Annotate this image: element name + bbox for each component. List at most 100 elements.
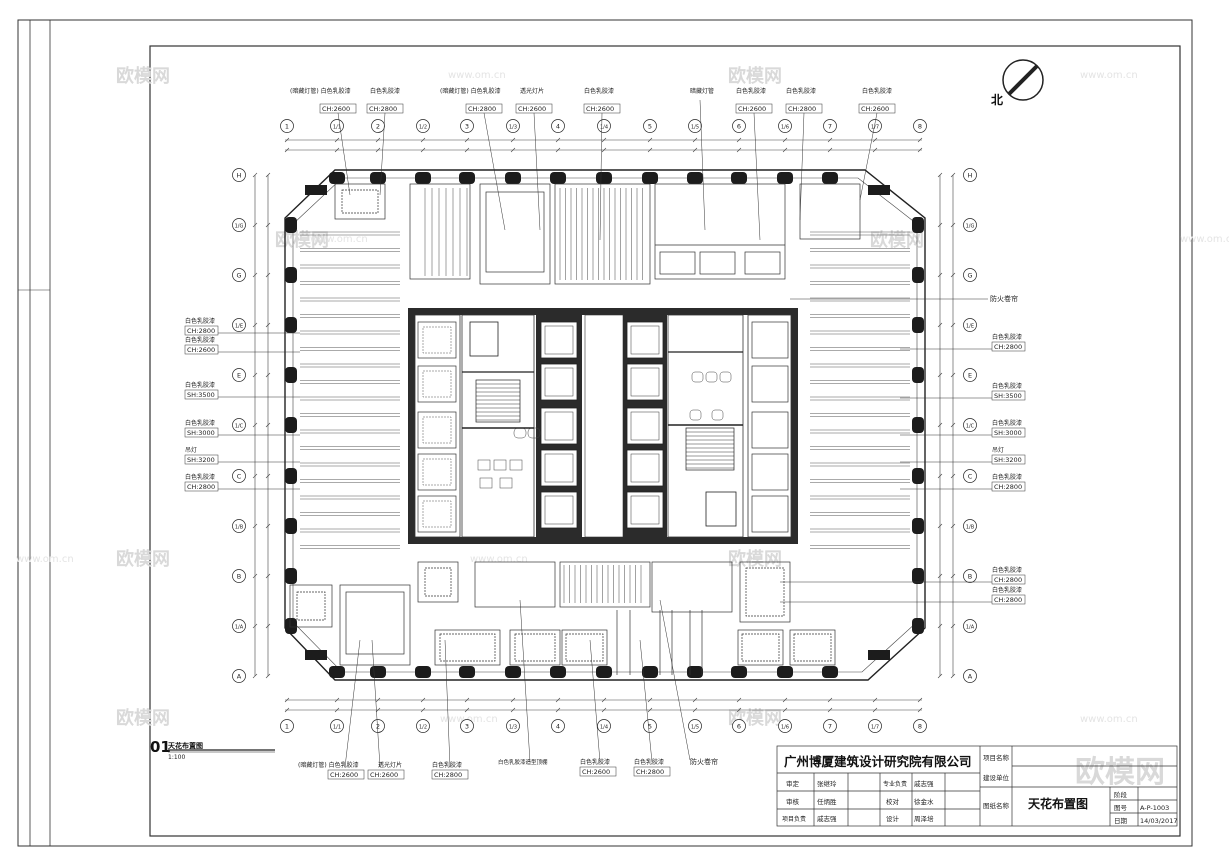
note-label: 白色乳胶漆 — [185, 381, 215, 389]
elevator-car — [540, 491, 578, 529]
fixture — [509, 459, 523, 471]
note-label: 透光灯片 — [520, 87, 544, 95]
grid-bubble-row: B — [232, 569, 246, 583]
note-ch: CH:2800 — [434, 771, 462, 779]
stair — [475, 379, 521, 423]
drawing-title: 01 天花布置图 1:100 — [150, 738, 275, 761]
duct-shaft — [751, 321, 789, 359]
note-label: 白色乳胶漆 — [992, 566, 1022, 574]
elevator-car — [626, 491, 664, 529]
ceiling-panel — [479, 183, 551, 285]
grid-bubble-row: 1/G — [963, 218, 977, 232]
watermark-brand: 欧模网 — [728, 548, 782, 570]
svg-text:1/1: 1/1 — [333, 124, 341, 130]
structural-columns — [285, 172, 924, 678]
note-label: 白色乳胶漆 — [432, 761, 462, 769]
grid-bubble-col: 1/6 — [778, 119, 792, 133]
note-label: (暗藏灯管) 白色乳胶漆 — [290, 87, 351, 95]
grid-bubble-col: 3 — [460, 119, 474, 133]
name-review: 任炳胜 — [817, 797, 837, 806]
elevator-car — [626, 449, 664, 487]
drawing-no: A-P-1003 — [1140, 804, 1169, 812]
grid-bubble-col: 4 — [551, 119, 565, 133]
svg-text:1/A: 1/A — [966, 624, 975, 630]
column — [596, 172, 612, 184]
column — [550, 172, 566, 184]
watermark-brand: 欧模网 — [116, 65, 170, 87]
grid-bubble-row: C — [232, 469, 246, 483]
ceiling-panel — [417, 561, 459, 603]
drawing-scale: 1:100 — [168, 754, 185, 761]
svg-text:7: 7 — [828, 122, 832, 130]
svg-text:A: A — [968, 672, 973, 680]
column — [596, 666, 612, 678]
svg-text:1/1: 1/1 — [333, 724, 341, 730]
note-ch: CH:2800 — [636, 768, 664, 776]
column — [912, 267, 924, 283]
role-approve: 审定 — [786, 779, 800, 788]
dimension-lines — [254, 139, 954, 711]
svg-text:5: 5 — [648, 722, 652, 730]
column — [459, 666, 475, 678]
grid-bubble-col: 1/2 — [416, 719, 430, 733]
duct-shaft — [417, 411, 457, 449]
grid-bubble-col: 3 — [460, 719, 474, 733]
grid-bubble-col: 7 — [823, 719, 837, 733]
grid-bubble-row: A — [963, 669, 977, 683]
note-ch: CH:2600 — [322, 105, 350, 113]
grid-bubble-col: 1/4 — [597, 119, 611, 133]
svg-text:B: B — [968, 572, 972, 580]
note-label: 白色乳胶漆 — [185, 419, 215, 427]
corner-wall — [868, 650, 890, 660]
fixture — [691, 371, 704, 383]
column — [912, 518, 924, 534]
column — [912, 367, 924, 383]
building-core — [408, 308, 798, 544]
svg-text:A: A — [237, 672, 242, 680]
note-label: 白色乳胶漆 — [584, 87, 614, 95]
svg-text:1/5: 1/5 — [691, 724, 699, 730]
corner-wall — [305, 185, 327, 195]
watermark-brand: 欧模网 — [116, 707, 170, 729]
svg-text:1/G: 1/G — [235, 223, 244, 229]
note-label: 白色乳胶漆 — [736, 87, 766, 95]
role-review: 审核 — [786, 797, 800, 806]
north-arrow: 北 — [991, 59, 1044, 107]
ceiling-panel — [289, 584, 333, 628]
svg-text:3: 3 — [465, 722, 469, 730]
corner-wall — [305, 650, 327, 660]
grid-bubble-row: 1/C — [232, 418, 246, 432]
column — [912, 217, 924, 233]
note-ch: CH:2800 — [788, 105, 816, 113]
grid-axes-left: H1/GG1/EE1/CC1/BB1/AA — [232, 168, 246, 683]
column — [550, 666, 566, 678]
svg-text:4: 4 — [556, 122, 560, 130]
svg-text:6: 6 — [737, 122, 741, 130]
column — [777, 172, 793, 184]
grid-bubble-col: 1 — [280, 119, 294, 133]
duct-shaft — [751, 495, 789, 533]
fixture — [705, 371, 718, 383]
note-ch: SH:3200 — [994, 456, 1022, 464]
feature-ceiling-lines — [424, 188, 643, 603]
note-ch: CH:2600 — [330, 771, 358, 779]
leader-lines — [218, 99, 992, 768]
elevator-car — [626, 407, 664, 445]
grid-bubble-row: G — [963, 268, 977, 282]
svg-text:1/6: 1/6 — [781, 724, 789, 730]
grid-bubble-row: 1/E — [963, 318, 977, 332]
svg-text:1/B: 1/B — [235, 524, 244, 530]
dimension-ticks — [252, 137, 956, 713]
grid-axes-right: H1/GG1/EE1/CC1/BB1/AA — [963, 168, 977, 683]
drawing-name-label: 图纸名称 — [983, 801, 1010, 810]
date: 14/03/2017 — [1140, 817, 1177, 825]
project-name-label: 项目名称 — [983, 753, 1010, 762]
client-label: 建设单位 — [983, 773, 1010, 782]
grid-bubble-col: 1/3 — [506, 119, 520, 133]
column — [912, 618, 924, 634]
grid-bubble-col: 1/1 — [330, 119, 344, 133]
svg-text:8: 8 — [918, 122, 922, 130]
fixture — [477, 459, 491, 471]
note-label: 透光灯片 — [378, 761, 402, 769]
note-ch: CH:2800 — [994, 596, 1022, 604]
